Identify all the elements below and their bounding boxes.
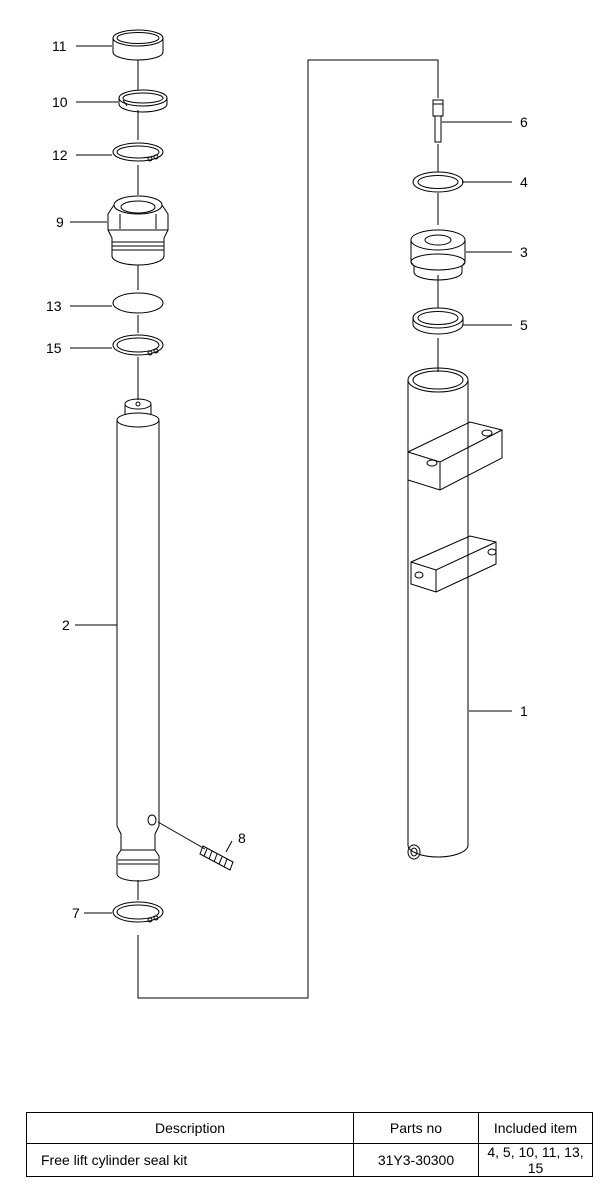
part-13-o-ring (112, 292, 164, 314)
part-2-plunger-rod (116, 398, 160, 882)
part-4-seal-ring (412, 171, 464, 193)
part-6-vent-pin (432, 99, 444, 143)
table-header-row: Description Parts no Included item (26, 1112, 593, 1144)
assembly-connector-line (137, 59, 439, 999)
callout-8: 8 (238, 830, 246, 846)
part-11-wiper-ring (112, 29, 164, 61)
callout-5: 5 (520, 317, 528, 333)
callout-12: 12 (52, 147, 68, 163)
callout-2: 2 (62, 617, 70, 633)
header-description: Description (26, 1112, 354, 1144)
header-included-item: Included item (478, 1112, 593, 1144)
part-7-snap-ring (112, 901, 164, 923)
part-8-set-screw (157, 821, 234, 871)
part-3-piston (410, 229, 466, 281)
callout-10: 10 (52, 94, 68, 110)
part-5-seal-ring (412, 307, 464, 335)
callout-9: 9 (56, 214, 64, 230)
callout-13: 13 (46, 298, 62, 314)
callout-3: 3 (520, 244, 528, 260)
callout-6: 6 (520, 114, 528, 130)
part-12-snap-ring (112, 142, 164, 162)
part-9-gland (107, 195, 169, 266)
table-row: Free lift cylinder seal kit 31Y3-30300 4… (26, 1143, 593, 1177)
part-10-split-ring (118, 89, 168, 113)
callout-7: 7 (72, 905, 80, 921)
part-1-cylinder-tube (407, 367, 503, 860)
leader-lines (70, 45, 512, 914)
callout-15: 15 (46, 340, 62, 356)
cell-included-item: 4, 5, 10, 11, 13, 15 (478, 1143, 593, 1177)
exploded-parts-diagram: 11 10 12 9 13 15 2 8 7 6 4 3 5 1 (46, 29, 528, 999)
callout-4: 4 (520, 174, 528, 190)
cell-description: Free lift cylinder seal kit (26, 1143, 354, 1177)
cell-parts-no: 31Y3-30300 (353, 1143, 479, 1177)
part-15-snap-ring (112, 334, 164, 356)
seal-kit-table: Description Parts no Included item Free … (26, 1112, 593, 1177)
callout-11: 11 (52, 38, 67, 54)
callout-1: 1 (520, 703, 528, 719)
header-parts-no: Parts no (353, 1112, 479, 1144)
